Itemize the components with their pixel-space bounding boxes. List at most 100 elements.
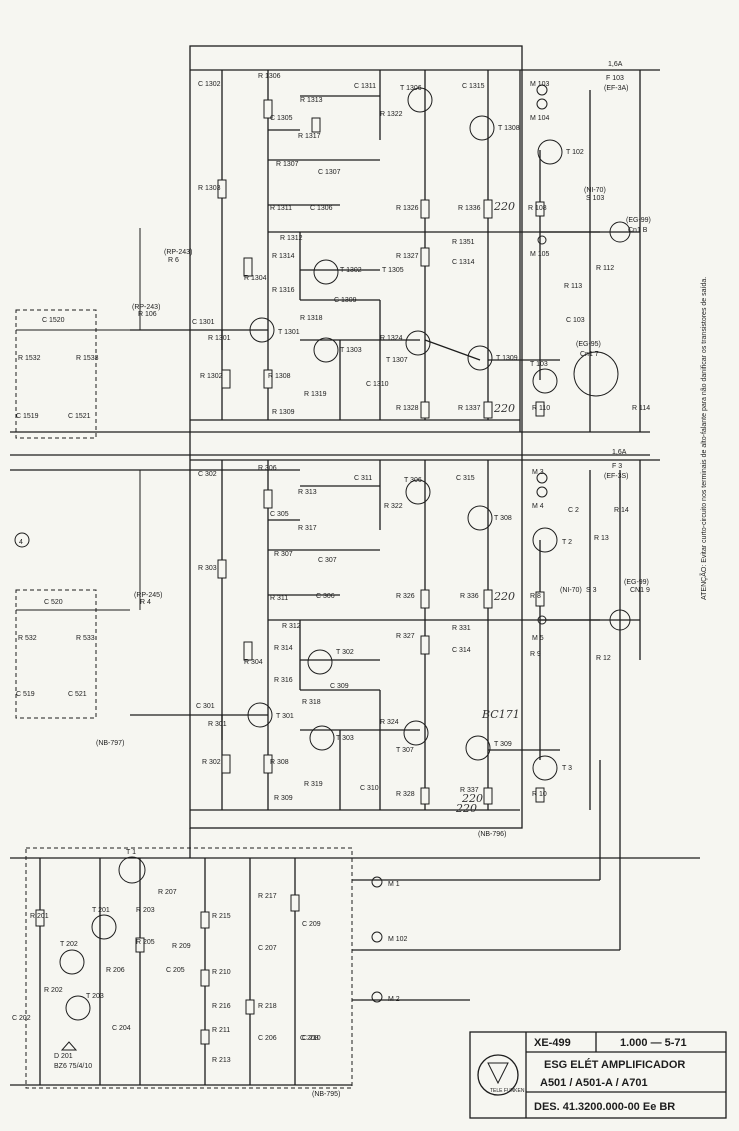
label-r1328: R 1328 [396, 405, 419, 412]
label-r331: R 331 [452, 625, 471, 632]
label-t302: T 302 [336, 649, 354, 656]
label-t103: T 103 [530, 361, 548, 368]
label-r1351: R 1351 [452, 239, 475, 246]
label-r1306: R 1306 [258, 73, 281, 80]
label-r317: R 317 [298, 525, 317, 532]
label-c311: C 311 [354, 475, 372, 482]
label-r336: R 336 [460, 593, 479, 600]
amplifier-board-outline [189, 45, 523, 829]
transistor-t1303 [313, 337, 339, 363]
board-ref-nb797: (NB-797) [96, 740, 124, 747]
label-c1310: C 1310 [366, 381, 389, 388]
meter-m103-label: M 103 [530, 81, 550, 88]
output-socket-ref: (EG-99) [626, 217, 651, 224]
label-r1533: R 1533 [76, 355, 99, 362]
upper-transistor-group [249, 87, 563, 394]
output-socket-upper [609, 221, 631, 243]
label-r322: R 322 [384, 503, 403, 510]
label-r324: R 324 [380, 719, 399, 726]
label-c307: C 307 [318, 557, 337, 564]
label-c310: C 310 [360, 785, 379, 792]
label-c315: C 315 [456, 475, 475, 482]
label-r319: R 319 [304, 781, 323, 788]
fuse-f3-type: (EF-3S) [604, 473, 629, 480]
drawing-number: XE-499 [534, 1037, 571, 1049]
value-d201: BZ6 75/4/10 [54, 1063, 92, 1070]
output-socket-lower-ref: (EG-99) [624, 579, 649, 586]
label-t306: T 306 [404, 477, 422, 484]
logo-text: TELE FUNKEN [490, 1088, 525, 1094]
label-r114: R 114 [632, 405, 650, 412]
label-r112: R 112 [596, 265, 614, 272]
meter-m104-jack [536, 98, 548, 110]
jumper-r106-label: R 106 [138, 311, 157, 318]
label-c519: C 519 [16, 691, 35, 698]
label-c103: C 103 [566, 317, 585, 324]
title-line-2: A501 / A501-A / A701 [540, 1077, 648, 1089]
logo-circle [477, 1054, 519, 1096]
label-r1311: R 1311 [270, 205, 292, 212]
label-c314: C 314 [452, 647, 471, 654]
label-t203: T 203 [86, 993, 104, 1000]
label-t1307: T 1307 [386, 357, 408, 364]
switch-s103-label: S 103 [586, 195, 604, 202]
label-c1305: C 1305 [270, 115, 293, 122]
jumper-r4-label: R 4 [140, 599, 151, 606]
output-socket-lower [609, 609, 631, 631]
label-r110: R 110 [532, 405, 550, 412]
label-r1322: R 1322 [380, 111, 403, 118]
board-ref-nb795: (NB-795) [312, 1091, 340, 1098]
label-t102: T 102 [566, 149, 584, 156]
meter-m5-jack [537, 615, 547, 625]
logo-triangle [487, 1062, 509, 1085]
pot-r6-label: R 6 [168, 257, 179, 264]
title-line-1: ESG ELÉT AMPLIFICADOR [544, 1058, 685, 1071]
transistor-t1307 [405, 330, 431, 356]
fuse-f103-rating: 1,6A [608, 61, 623, 68]
pot-r6-ref: (RP-243) [164, 249, 192, 256]
handwritten-note-2: 220 [493, 402, 515, 415]
label-c202: C 202 [12, 1015, 31, 1022]
label-r318: R 318 [302, 699, 321, 706]
label-r218: R 218 [258, 1003, 277, 1010]
label-r1303: R 1303 [198, 185, 221, 192]
label-t1309: T 1309 [496, 355, 518, 362]
label-c1311: C 1311 [354, 83, 376, 90]
label-r1336: R 1336 [458, 205, 481, 212]
label-c309: C 309 [330, 683, 349, 690]
speaker-socket-ref: (EG-95) [576, 341, 601, 348]
label-r327: R 327 [396, 633, 415, 640]
transistor-t1306 [407, 87, 433, 113]
label-r10: R 10 [532, 791, 547, 798]
transistor-t1308 [469, 115, 495, 141]
label-c1309: C 1309 [334, 297, 357, 304]
label-c209: C 209 [302, 921, 321, 928]
label-c1315: C 1315 [462, 83, 485, 90]
label-r1319: R 1319 [304, 391, 327, 398]
transistor-t203 [65, 995, 91, 1021]
label-r1312: R 1312 [280, 235, 303, 242]
transistor-t307 [403, 720, 429, 746]
input-board-lower [15, 589, 97, 719]
label-t309: T 309 [494, 741, 512, 748]
label-r328: R 328 [396, 791, 415, 798]
label-r206: R 206 [106, 967, 125, 974]
upper-channel-labels: 1,6A F 103 (EF-3A) M 103 M 104 M 105 Cn1… [16, 61, 651, 420]
transistor-t302 [307, 649, 333, 675]
label-c206: C 206 [258, 1035, 277, 1042]
label-r210: R 210 [212, 969, 231, 976]
label-t2: T 2 [562, 539, 572, 546]
label-t1306: T 1306 [400, 85, 422, 92]
label-t307: T 307 [396, 747, 414, 754]
label-r1337: R 1337 [458, 405, 481, 412]
transistor-t3 [532, 755, 558, 781]
title-block: TELE FUNKEN XE-499 1.000 — 5-71 ESG ELÉT… [469, 1031, 727, 1119]
label-r301: R 301 [208, 721, 227, 728]
label-c302: C 302 [198, 471, 217, 478]
label-r1317: R 1317 [298, 133, 321, 140]
lower-channel [16, 459, 660, 811]
meter-m105-label: M 105 [530, 251, 550, 258]
label-r307: R 307 [274, 551, 293, 558]
label-t1305: T 1305 [382, 267, 404, 274]
label-r314: R 314 [274, 645, 293, 652]
